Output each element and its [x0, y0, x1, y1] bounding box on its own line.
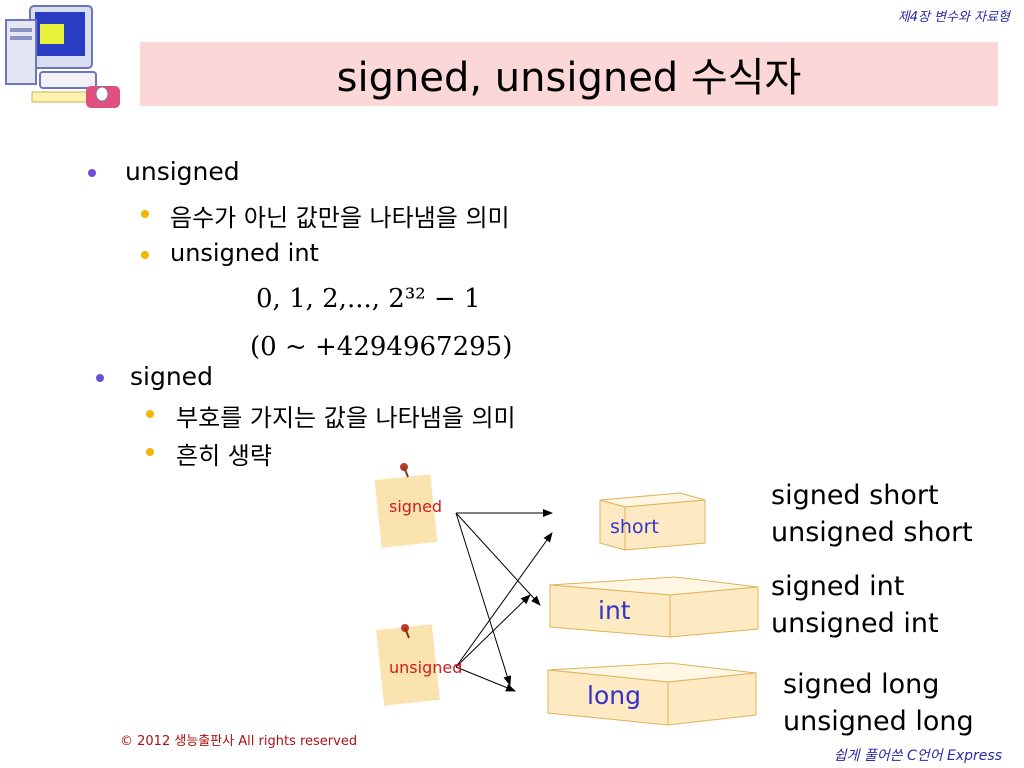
unsigned-note [376, 624, 440, 706]
box-label-short: short [610, 516, 659, 538]
long-box [547, 662, 757, 726]
unsigned-heading: unsigned [125, 157, 240, 186]
type-group-int: signed int unsigned int [771, 568, 939, 642]
bullet-dot [146, 410, 154, 418]
title-bar [140, 42, 998, 106]
int-box [549, 576, 759, 638]
bullet-dot [146, 448, 154, 456]
type-group-short: signed short unsigned short [771, 477, 973, 551]
slide-title: signed, unsigned 수식자 [336, 55, 802, 101]
type-unsigned-short: unsigned short [771, 517, 973, 548]
note-label-unsigned: unsigned [389, 658, 463, 677]
bullet-dot [88, 169, 96, 177]
type-signed-long: signed long [783, 669, 940, 700]
signed-item-1: 부호를 가지는 값을 나타냄을 의미 [176, 404, 516, 432]
note-label-signed: signed [389, 497, 443, 516]
range-formula: 0, 1, 2,..., 2³² − 1 [256, 284, 481, 314]
type-diagram [374, 463, 759, 726]
chapter-label: 제4장 변수와 자료형 [897, 10, 1010, 25]
type-signed-short: signed short [771, 480, 939, 511]
type-unsigned-long: unsigned long [783, 706, 974, 737]
type-signed-int: signed int [771, 571, 905, 602]
signed-heading: signed [130, 362, 213, 391]
type-group-long: signed long unsigned long [783, 666, 974, 740]
bullet-dot [96, 374, 104, 382]
copyright: © 2012 생능출판사 All rights reserved [120, 734, 358, 749]
computer-icon [5, 5, 120, 108]
box-label-long: long [587, 681, 641, 710]
box-label-int: int [598, 596, 631, 625]
unsigned-item-1: 음수가 아닌 값만을 나타냄을 의미 [170, 204, 510, 232]
bullet-dot [141, 251, 149, 259]
range-values: (0 ~ +4294967295) [250, 332, 513, 362]
signed-item-2: 흔히 생략 [176, 442, 272, 470]
bullet-dot [141, 210, 149, 218]
short-box [599, 492, 706, 551]
unsigned-item-2: unsigned int [170, 239, 319, 267]
book-title: 쉽게 풀어쓴 C언어 Express [833, 748, 1002, 764]
type-unsigned-int: unsigned int [771, 608, 939, 639]
signed-note [374, 463, 438, 548]
